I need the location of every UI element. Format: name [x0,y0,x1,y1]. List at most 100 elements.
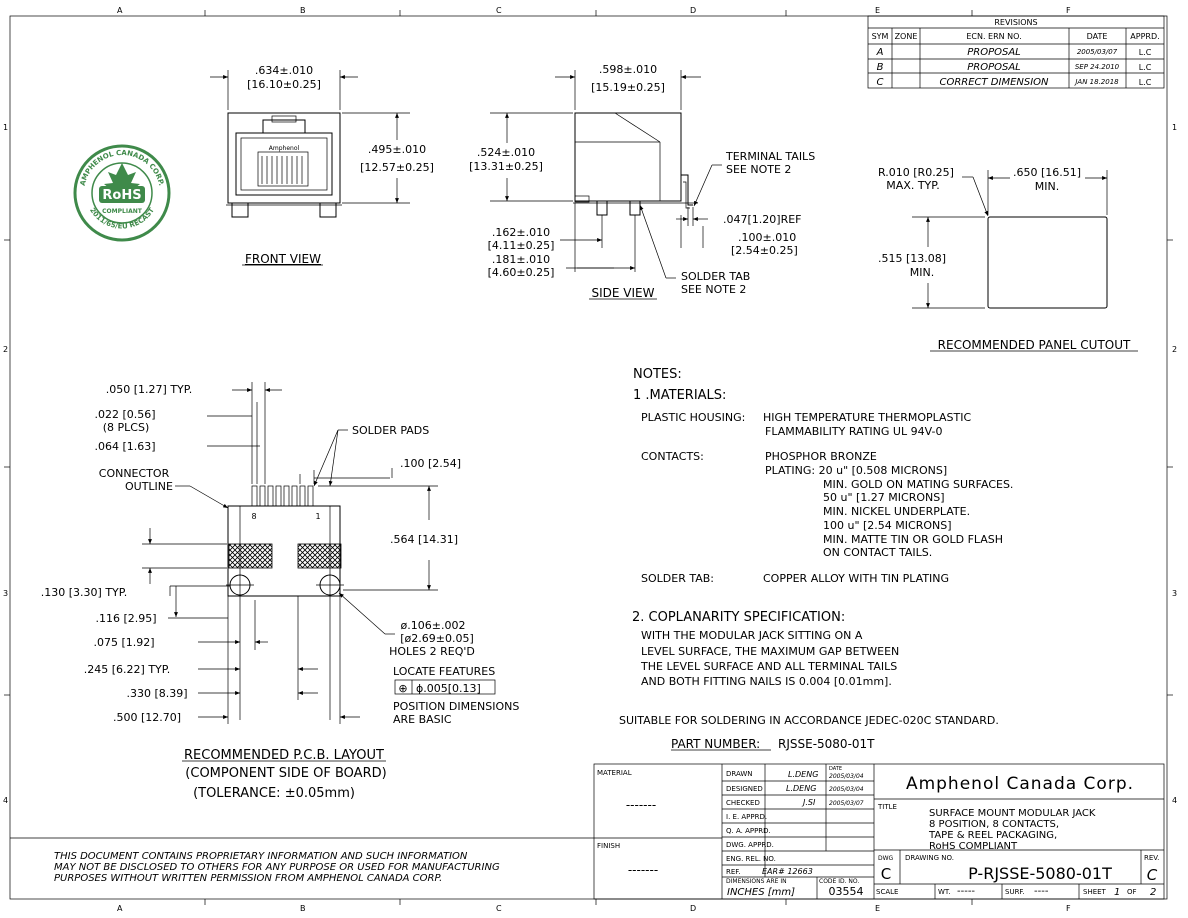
pcb-connector-2: OUTLINE [125,480,173,493]
pcb-d564: .564 [14.31] [390,533,458,546]
side-d2-mm: [4.60±0.25] [488,266,555,279]
tb-ie-label: I. E. APPRD. [726,813,767,821]
cutout-height-2: MIN. [910,266,934,279]
tb-title-3: RoHS COMPLIANT [929,841,1018,852]
zone-row-3-right: 3 [1172,589,1177,598]
pcb-hatch-pad-right [297,543,342,569]
front-width-in: .634±.010 [255,64,313,77]
cutout-height-1: .515 [13.08] [878,252,946,265]
notes-n2-1: LEVEL SURFACE, THE MAXIMUM GAP BETWEEN [641,645,899,658]
tb-scale-label: SCALE [876,888,898,896]
cutout-label: RECOMMENDED PANEL CUTOUT [938,338,1131,352]
tb-title-0: SURFACE MOUNT MODULAR JACK [929,808,1096,819]
notes-contacts-7: ON CONTACT TAILS. [823,546,932,559]
notes-solder-value: COPPER ALLOY WITH TIN PLATING [763,572,949,585]
tb-sheet-label: SHEET [1083,888,1107,896]
rev-header-date: DATE [1087,32,1108,41]
side-height-in: .524±.010 [477,146,535,159]
pcb-d130: .130 [3.30] TYP. [41,586,127,599]
disclaimer: THIS DOCUMENT CONTAINS PROPRIETARY INFOR… [10,837,594,884]
pcb-pos-2: ARE BASIC [393,713,452,726]
side-terminal-tails: TERMINAL TAILS [725,150,815,163]
cutout-radius-1: R.010 [R0.25] [878,166,954,179]
rev-header-zone: ZONE [895,32,918,41]
tb-eng-label: ENG. REL. NO. [726,855,776,863]
pcb-solder-pads [251,485,314,507]
pcb-d245: .245 [6.22] TYP. [84,663,170,676]
disclaimer-line-1: THIS DOCUMENT CONTAINS PROPRIETARY INFOR… [54,851,468,862]
zone-col-e-bottom: E [875,904,880,913]
notes-contacts-3: 50 u" [1.27 MICRONS] [823,491,945,504]
zone-col-a-bottom: A [117,904,123,913]
tb-designed-by: L.DENG [786,784,816,793]
rev-header-sym: SYM [872,32,889,41]
pcb-d064: .064 [1.63] [94,440,155,453]
notes-contacts-6: MIN. MATTE TIN OR GOLD FLASH [823,533,1003,546]
pcb-label-2: (COMPONENT SIDE OF BOARD) [185,766,386,781]
notes-n2-2: THE LEVEL SURFACE AND ALL TERMINAL TAILS [640,660,897,673]
tb-finish-label: FINISH [597,842,620,850]
zone-col-c-bottom: C [496,904,502,913]
cutout-width-2: MIN. [1035,180,1059,193]
position-tolerance-icon: ⊕ [398,682,407,695]
zone-col-f-bottom: F [1066,904,1071,913]
tb-drawn-by: L.DENG [788,770,818,779]
side-solder-note: SEE NOTE 2 [681,283,746,296]
front-latch [262,119,306,134]
side-width-in: .598±.010 [599,63,657,76]
side-d2-in: .181±.010 [492,253,550,266]
notes-housing-1: HIGH TEMPERATURE THERMOPLASTIC [763,411,971,424]
tb-wt-value: ----- [957,886,975,897]
rev-row-c-sym: C [877,77,884,88]
zone-col-c: C [496,6,502,15]
pcb-label-3: (TOLERANCE: ±0.05mm) [193,786,355,801]
rev-row-c-apprd: L.C [1139,78,1152,87]
notes-part-value: RJSSE-5080-01T [778,737,875,751]
tb-rev: C [1147,866,1158,884]
notes-n2-3: AND BOTH FITTING NAILS IS 0.004 [0.01mm]… [641,675,892,688]
maple-leaf-icon [104,163,140,192]
front-view: Amphenol .634±.010 [16.10±0.25] .495±.01… [210,64,434,266]
tb-checked-by: J.SI [801,798,816,807]
pcb-d022: .022 [0.56] [94,408,155,421]
tb-drawing-no: P-RJSSE-5080-01T [968,864,1112,883]
pcb-feature-frame [394,679,496,695]
zone-letters-bottom: A B C D E F [117,904,1071,913]
pcb-connector-1: CONNECTOR [99,467,170,480]
pcb-d500: .500 [12.70] [113,711,181,724]
panel-cutout: .650 [16.51] MIN. R.010 [R0.25] MAX. TYP… [878,166,1138,352]
tb-title-1: 8 POSITION, 8 CONTACTS, [929,819,1059,830]
tb-title-label: TITLE [877,803,897,811]
pcb-d116: .116 [2.95] [95,612,156,625]
pcb-label: RECOMMENDED P.C.B. LAYOUT [184,748,384,763]
side-d1-mm: [4.11±0.25] [488,239,555,252]
zone-row-2-right: 2 [1172,345,1177,354]
pcb-pin-8: 8 [251,512,256,521]
tb-company: Amphenol Canada Corp. [906,774,1134,794]
zone-row-4-right: 4 [1172,796,1177,805]
side-terminal-note: SEE NOTE 2 [726,163,791,176]
cutout-width-1: .650 [16.51] [1013,166,1081,179]
front-height-mm: [12.57±0.25] [360,161,434,174]
rev-row-a-ecn: PROPOSAL [967,47,1021,58]
side-d1-in: .162±.010 [492,226,550,239]
front-foot-right [319,202,337,218]
tb-checked-date: 2005/03/07 [829,800,864,807]
zone-letters-top: A B C D E F [117,6,1071,15]
revision-table: REVISIONS SYM ZONE ECN. ERN NO. DATE APP… [867,15,1165,89]
zone-numbers: 1 2 3 4 1 2 3 4 [3,123,1177,805]
rev-row-a-date: 2005/03/07 [1077,48,1118,56]
side-view: .598±.010 [15.19±0.25] .524±.010 [13.31±… [469,63,815,300]
rev-header-apprd: APPRD. [1130,32,1159,41]
pcb-hole-1: ø.106±.002 [401,619,466,632]
zone-row-1-right: 1 [1172,123,1177,132]
front-foot-left [231,202,249,218]
notes-housing-2: FLAMMABILITY RATING UL 94V-0 [765,425,942,438]
side-pitch-mm: [2.54±0.25] [731,244,798,257]
side-solder-tab: SOLDER TAB [681,270,750,283]
notes-suitable: SUITABLE FOR SOLDERING IN ACCORDANCE JED… [619,714,999,727]
front-view-label: FRONT VIEW [245,252,321,266]
rev-row-b-sym: B [877,62,884,73]
tb-rev-label: REV. [1144,854,1159,862]
zone-col-a: A [117,6,123,15]
